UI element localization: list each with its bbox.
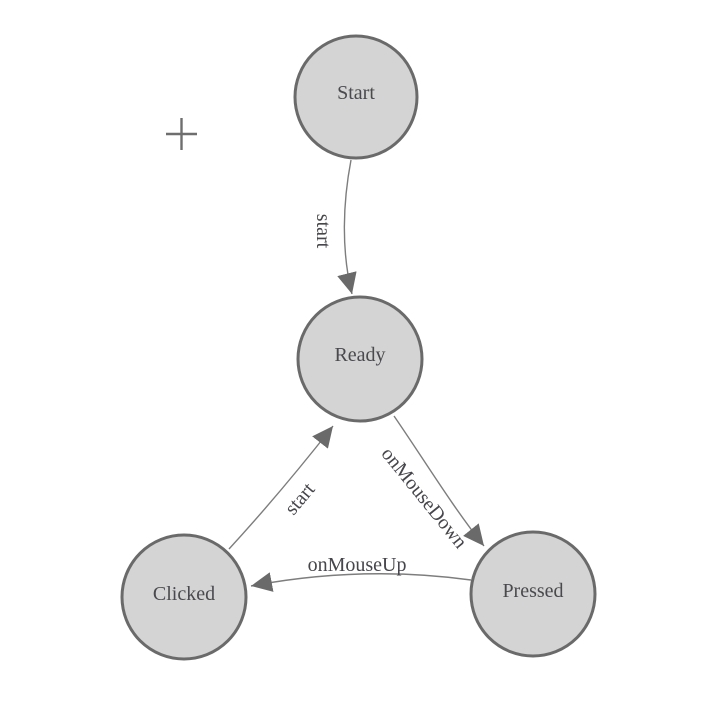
transition-label-start-to-ready: start xyxy=(312,214,334,249)
state-node-pressed[interactable] xyxy=(469,530,597,658)
state-label-pressed: Pressed xyxy=(502,580,563,602)
state-label-ready: Ready xyxy=(334,344,385,366)
state-node-start[interactable] xyxy=(293,34,419,160)
state-node-ready[interactable] xyxy=(296,295,424,423)
crosshair-marker xyxy=(166,118,197,150)
state-node-clicked[interactable] xyxy=(120,533,248,661)
transition-pressed-to-clicked[interactable] xyxy=(250,572,472,592)
state-label-clicked: Clicked xyxy=(153,583,215,605)
transition-label-pressed-to-clicked: onMouseUp xyxy=(308,554,407,576)
transition-start-to-ready[interactable] xyxy=(337,159,357,295)
state-label-start: Start xyxy=(337,82,375,104)
transition-ready-to-pressed[interactable] xyxy=(393,415,485,547)
transition-clicked-to-ready[interactable] xyxy=(228,425,334,550)
